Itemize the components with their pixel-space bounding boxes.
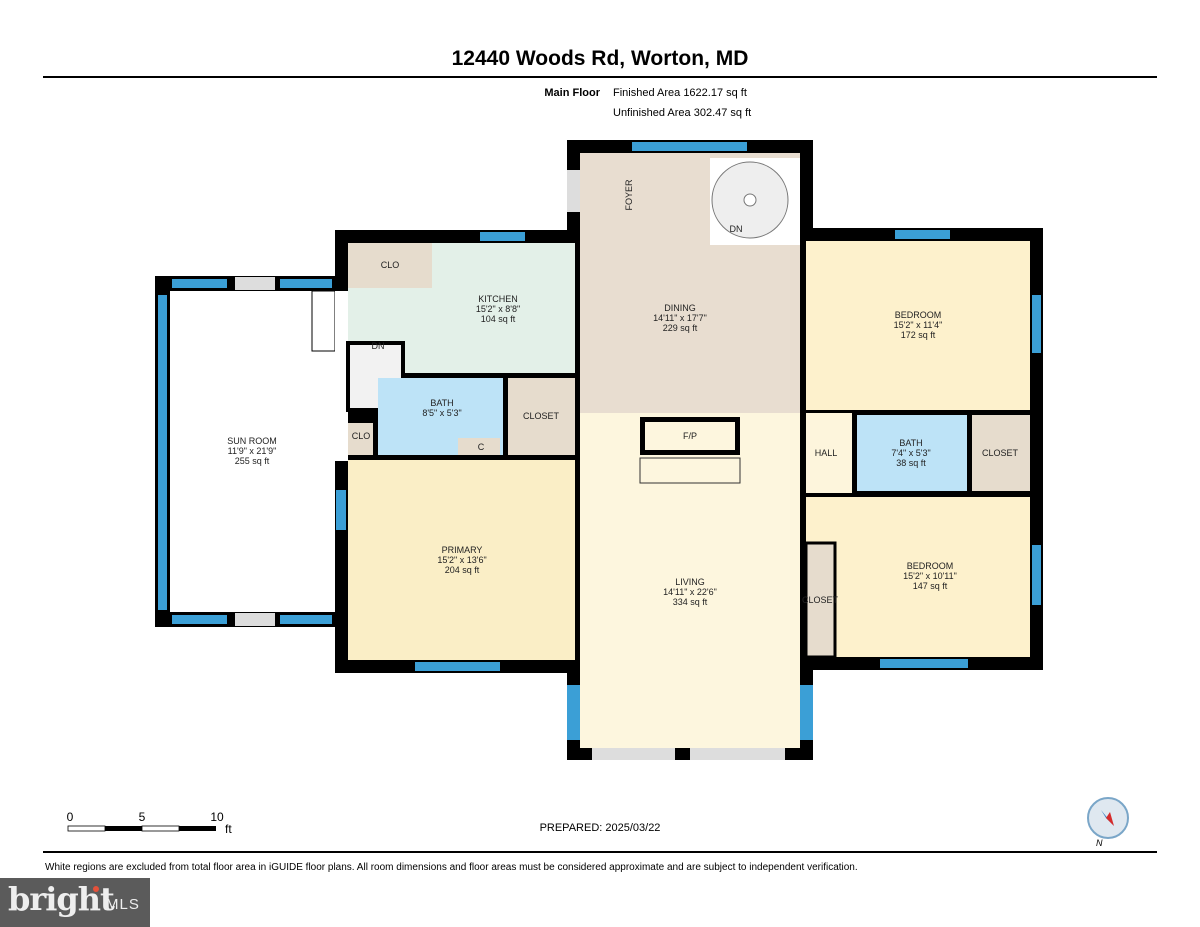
- svg-text:CLO: CLO: [381, 260, 400, 270]
- svg-text:N: N: [1096, 838, 1103, 848]
- svg-text:10: 10: [210, 810, 224, 824]
- svg-text:334 sq ft: 334 sq ft: [673, 597, 708, 607]
- svg-text:7'4" x 5'3": 7'4" x 5'3": [891, 448, 930, 458]
- svg-text:CLO: CLO: [352, 431, 371, 441]
- hall: [806, 413, 852, 493]
- closet-b: [804, 541, 837, 659]
- svg-text:8'5" x 5'3": 8'5" x 5'3": [422, 408, 461, 418]
- svg-text:BATH: BATH: [899, 438, 922, 448]
- svg-text:HALL: HALL: [815, 448, 838, 458]
- c-small: [458, 438, 500, 455]
- svg-text:DN: DN: [730, 224, 743, 234]
- svg-text:FOYER: FOYER: [624, 179, 634, 211]
- svg-text:255 sq ft: 255 sq ft: [235, 456, 270, 466]
- svg-text:F/P: F/P: [683, 431, 697, 441]
- scale-bar: 0 5 10 ft: [67, 810, 233, 836]
- closet-c: [972, 415, 1030, 491]
- svg-text:15'2" x 13'6": 15'2" x 13'6": [437, 555, 486, 565]
- compass-icon: N: [1087, 797, 1129, 848]
- svg-text:CLOSET: CLOSET: [802, 595, 839, 605]
- svg-text:C: C: [478, 442, 485, 452]
- unfinished-area: Unfinished Area 302.47 sq ft: [613, 107, 751, 119]
- svg-text:15'2" x 8'8": 15'2" x 8'8": [476, 304, 520, 314]
- bedroom-1: [806, 241, 1030, 410]
- svg-text:DN: DN: [372, 341, 385, 351]
- svg-text:CLOSET: CLOSET: [523, 411, 560, 421]
- svg-text:PRIMARY: PRIMARY: [442, 545, 483, 555]
- svg-text:104 sq ft: 104 sq ft: [481, 314, 516, 324]
- prepared-date: PREPARED: 2025/03/22: [540, 822, 661, 834]
- svg-text:5: 5: [139, 810, 146, 824]
- svg-text:BEDROOM: BEDROOM: [895, 310, 942, 320]
- svg-text:ft: ft: [225, 822, 232, 836]
- finished-area: Finished Area 1622.17 sq ft: [613, 87, 747, 99]
- kitchen-closet: [348, 243, 432, 288]
- svg-text:KITCHEN: KITCHEN: [478, 294, 518, 304]
- clo-small: [348, 423, 373, 455]
- svg-text:14'11" x 22'6": 14'11" x 22'6": [663, 587, 717, 597]
- closet-a: [508, 378, 575, 455]
- svg-text:229 sq ft: 229 sq ft: [663, 323, 698, 333]
- svg-text:14'11" x 17'7": 14'11" x 17'7": [653, 313, 707, 323]
- bedroom-2: [806, 497, 1030, 657]
- svg-text:15'2" x 10'11": 15'2" x 10'11": [903, 571, 957, 581]
- disclaimer: White regions are excluded from total fl…: [45, 862, 858, 873]
- svg-text:DINING: DINING: [664, 303, 696, 313]
- svg-text:0: 0: [67, 810, 74, 824]
- bath-2: [857, 415, 967, 491]
- svg-text:11'9" x 21'9": 11'9" x 21'9": [228, 446, 277, 456]
- room-labels: SUN ROOM 11'9" x 21'9" 255 sq ft KITCHEN…: [227, 179, 1018, 607]
- svg-text:172 sq ft: 172 sq ft: [901, 330, 936, 340]
- sun-room: [155, 276, 336, 627]
- svg-text:147 sq ft: 147 sq ft: [913, 581, 948, 591]
- svg-text:CLOSET: CLOSET: [982, 448, 1019, 458]
- svg-text:LIVING: LIVING: [675, 577, 705, 587]
- svg-text:38 sq ft: 38 sq ft: [896, 458, 926, 468]
- primary-room: [348, 460, 575, 660]
- svg-text:BATH: BATH: [430, 398, 453, 408]
- floor-name: Main Floor: [544, 87, 600, 99]
- svg-text:15'2" x 11'4": 15'2" x 11'4": [894, 320, 943, 330]
- page-title: 12440 Woods Rd, Worton, MD: [452, 47, 749, 70]
- svg-text:SUN ROOM: SUN ROOM: [227, 436, 277, 446]
- svg-text:204 sq ft: 204 sq ft: [445, 565, 480, 575]
- svg-text:BEDROOM: BEDROOM: [907, 561, 954, 571]
